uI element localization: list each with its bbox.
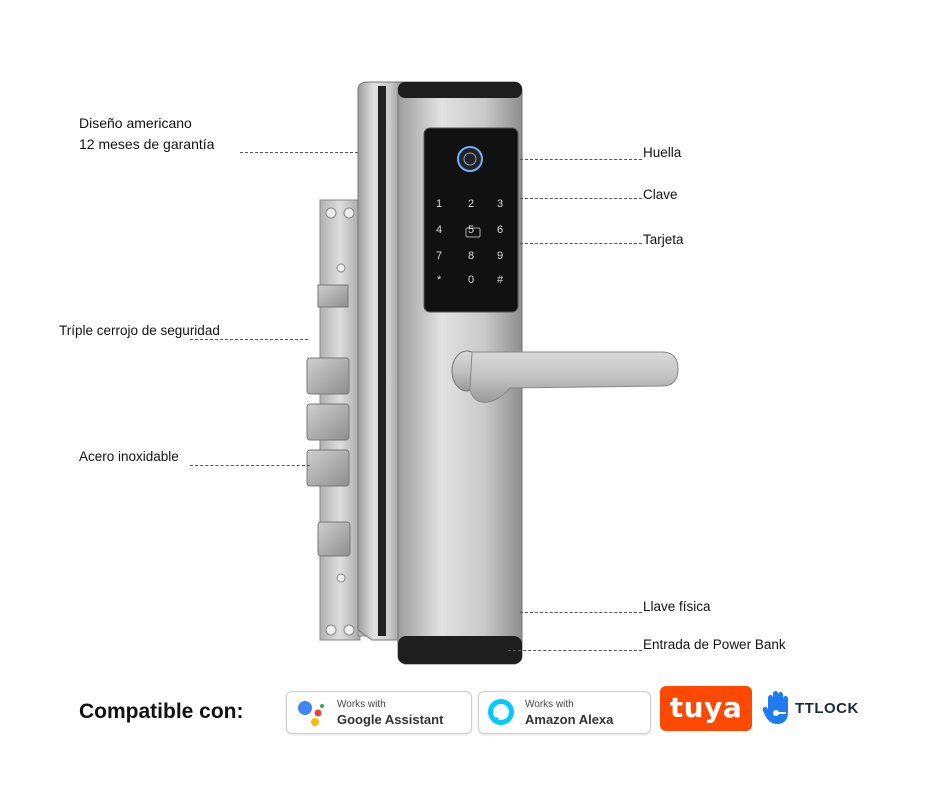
leader-line-card — [520, 243, 642, 244]
compatible-title: Compatible con: — [79, 700, 244, 723]
google-small-text: Works with — [337, 699, 386, 710]
label-physical-key: Llave física — [643, 599, 711, 614]
label-triple-lock: Tríple cerrojo de seguridad — [59, 323, 220, 338]
badge-amazon-alexa: Works with Amazon Alexa — [478, 691, 651, 734]
leader-line-power-bank — [508, 650, 642, 651]
keypad-key: # — [497, 274, 504, 286]
alexa-icon — [488, 699, 514, 725]
keypad-key: 9 — [497, 250, 504, 262]
tuya-logo: tuya — [660, 686, 752, 731]
label-design: Diseño americano — [79, 115, 192, 131]
label-warranty: 12 meses de garantía — [79, 136, 215, 152]
keypad-key: 2 — [468, 198, 475, 210]
keypad-key: * — [437, 274, 442, 286]
leader-line-password — [520, 198, 642, 199]
keypad: 1 2 3 4 5 6 7 8 9 * 0 # — [424, 193, 518, 293]
alexa-big-text: Amazon Alexa — [525, 712, 614, 727]
keypad-key: 4 — [436, 224, 443, 236]
tuya-logo-text: tuya — [669, 691, 743, 724]
leader-line-steel — [190, 465, 310, 466]
label-password: Clave — [643, 187, 678, 202]
keypad-key: 0 — [468, 274, 475, 286]
alexa-small-text: Works with — [525, 699, 574, 710]
label-steel: Acero inoxidable — [79, 449, 179, 464]
ttlock-hand-icon — [762, 691, 788, 724]
leader-line-design — [240, 152, 358, 153]
label-card: Tarjeta — [643, 232, 684, 247]
keypad-key: 1 — [436, 198, 443, 210]
keypad-key: 6 — [497, 224, 504, 236]
badge-google-assistant: Works with Google Assistant — [286, 691, 472, 734]
leader-line-key — [520, 612, 642, 613]
keypad-key: 8 — [468, 250, 475, 262]
keypad-key: 3 — [497, 198, 504, 210]
label-fingerprint: Huella — [643, 145, 682, 160]
keypad-key: 5 — [468, 224, 475, 236]
google-assistant-icon — [298, 701, 324, 726]
label-power-bank: Entrada de Power Bank — [643, 637, 786, 652]
google-big-text: Google Assistant — [337, 712, 444, 727]
keypad-key: 7 — [436, 250, 443, 262]
leader-line-fingerprint — [520, 159, 642, 160]
ttlock-logo-text: TTLOCK — [795, 700, 859, 717]
leader-line-triple-lock — [190, 339, 308, 340]
